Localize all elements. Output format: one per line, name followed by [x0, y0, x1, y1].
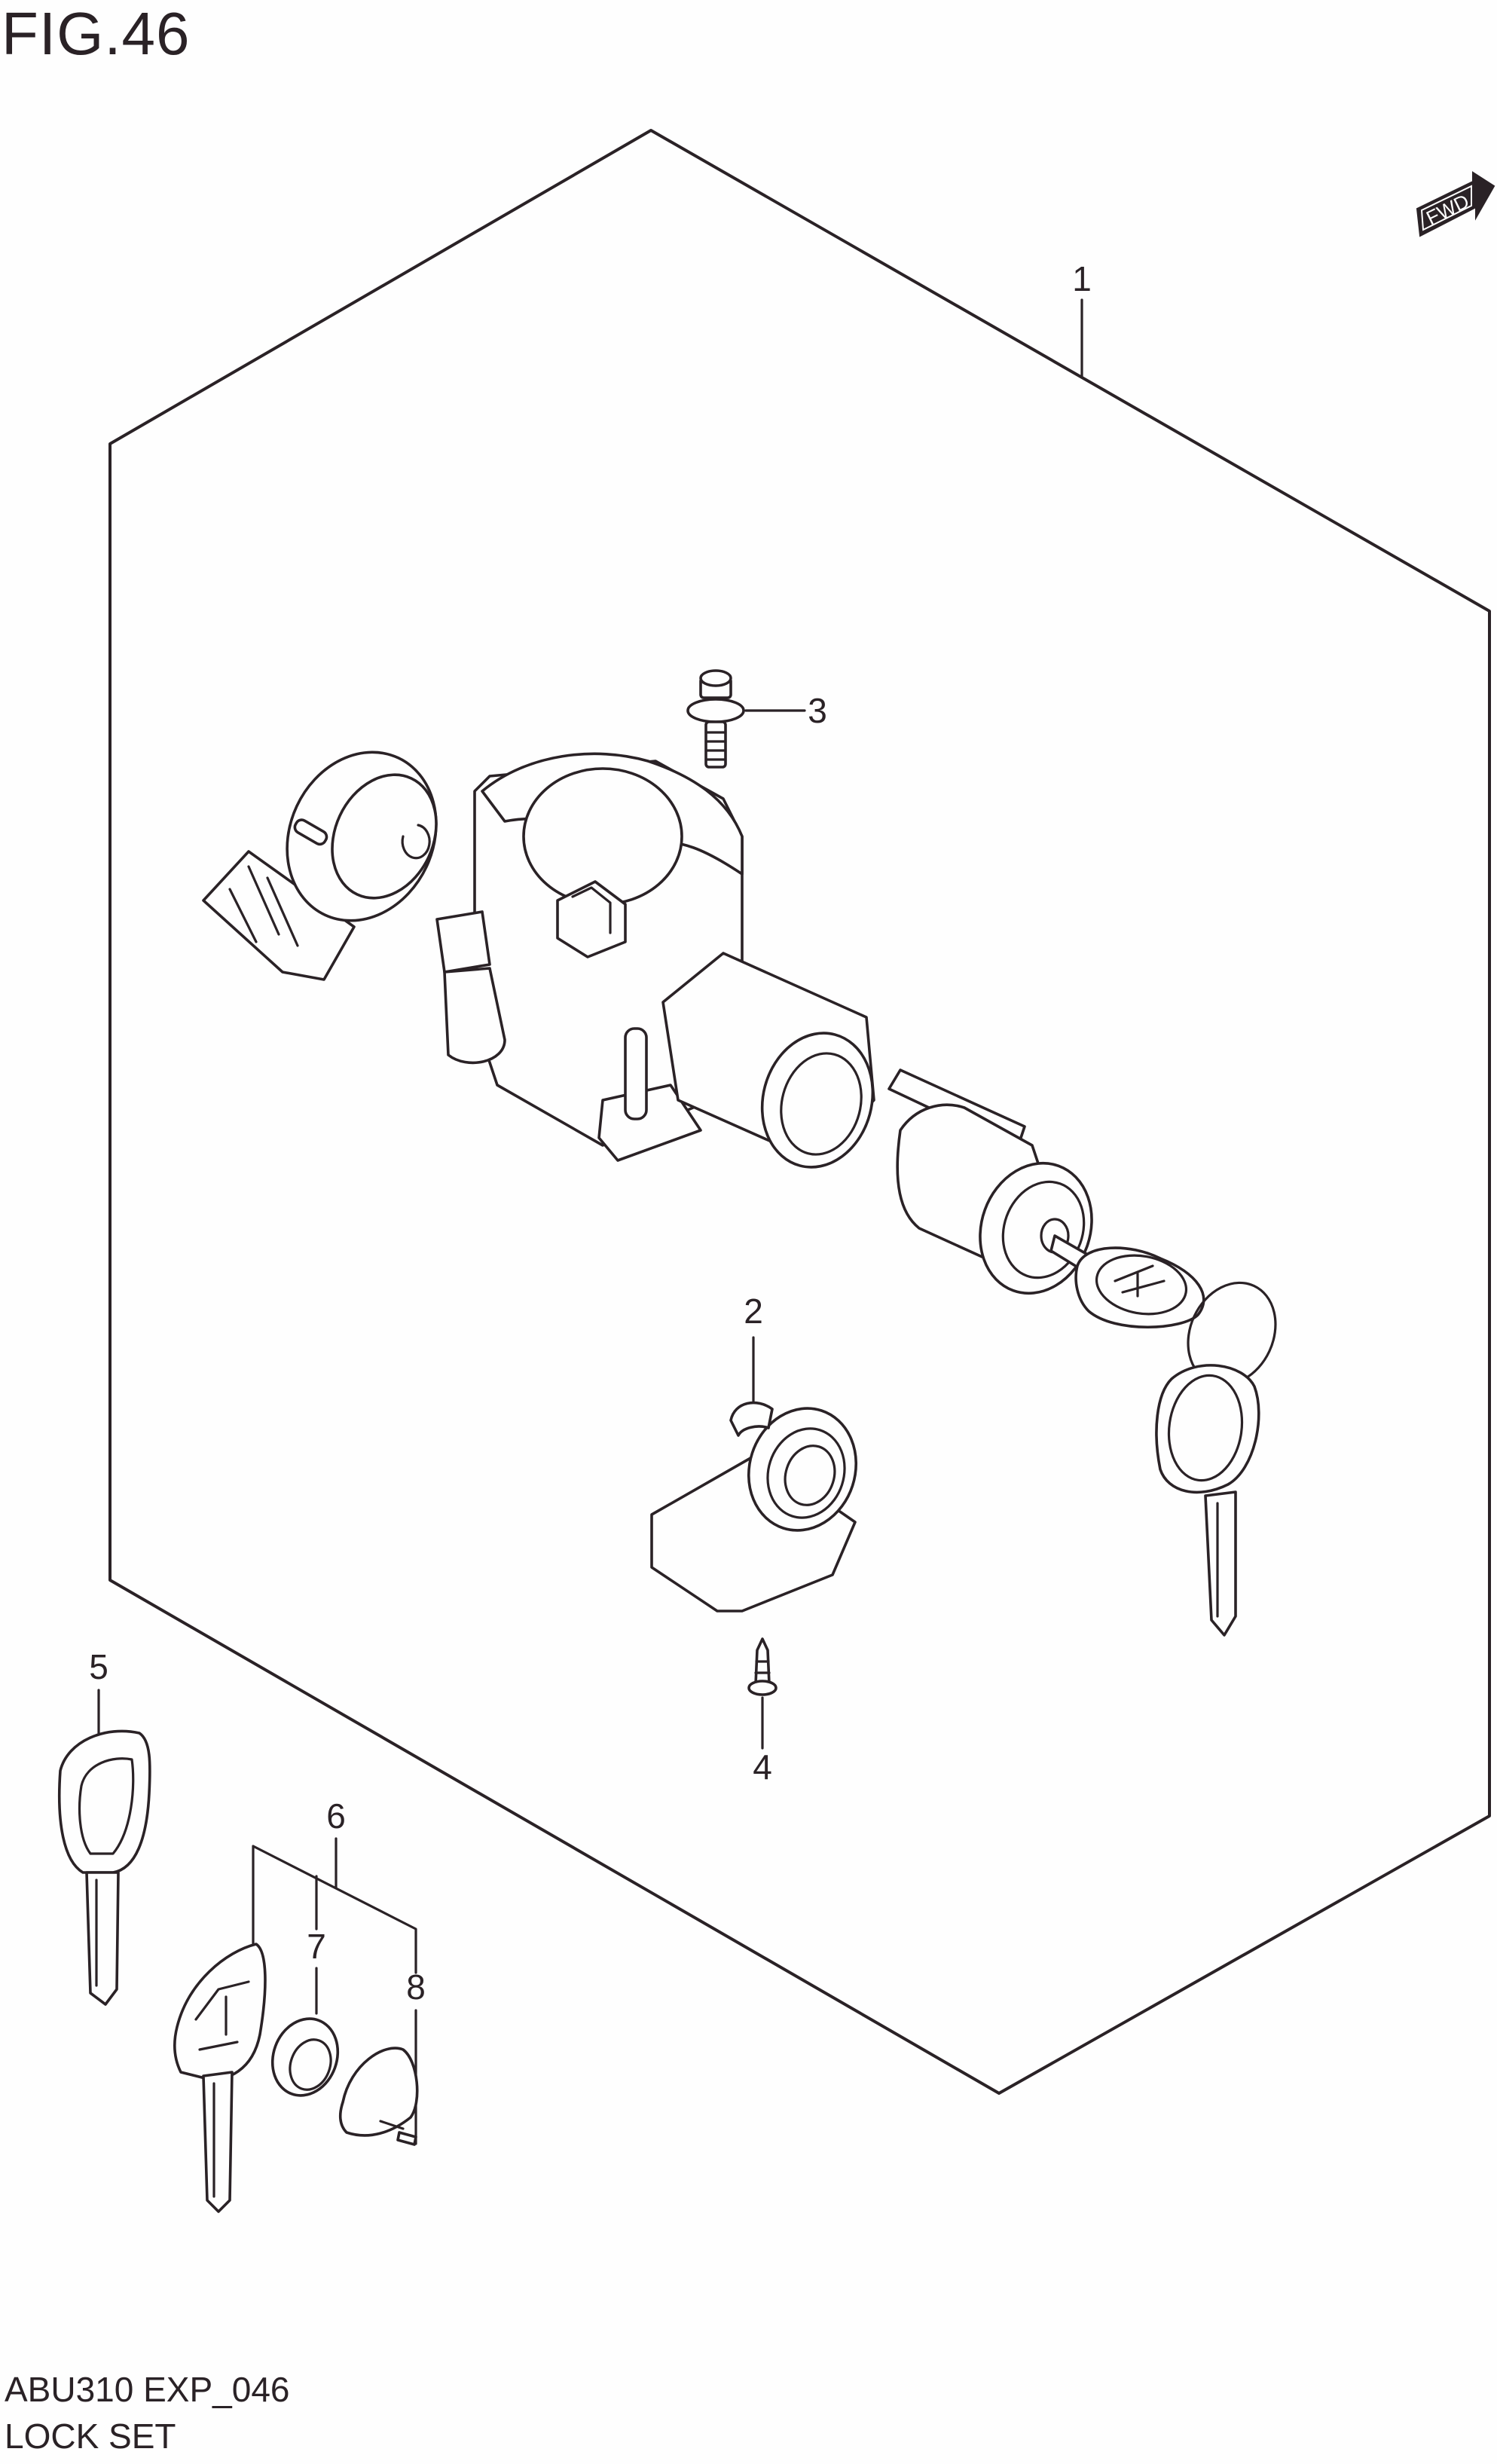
callout-7: 7 [307, 1927, 326, 1966]
callout-4: 4 [753, 1747, 772, 1787]
seat-lock-with-key [888, 1068, 1277, 1637]
callout-8: 8 [406, 1967, 426, 2007]
diagram-code: ABU310 EXP_046 [5, 2370, 290, 2409]
flange-bolt-part-3 [686, 669, 745, 769]
key-housing-part-6 [173, 1943, 267, 2213]
ignition-switch-assembly-part-1 [202, 751, 875, 1169]
diagram-title: LOCK SET [5, 2417, 176, 2456]
seat-lock-bracket-part-2 [650, 1401, 858, 1613]
callout-2: 2 [744, 1292, 763, 1331]
screw-part-4 [747, 1637, 778, 1696]
assembly-boundary-hexagon [108, 129, 1491, 2095]
callout-3: 3 [808, 691, 827, 730]
blank-key-part-5 [57, 1729, 151, 2006]
key-cover-part-8 [338, 2047, 419, 2146]
callout-1: 1 [1072, 259, 1092, 298]
callout-6: 6 [326, 1796, 346, 1836]
leader-bracket-6 [252, 1845, 417, 1974]
footer: ABU310 EXP_046 LOCK SET [5, 2366, 290, 2459]
transponder-part-7 [270, 2017, 340, 2097]
figure-label: FIG.46 [2, 0, 191, 67]
forward-arrow-icon: FWD [1413, 170, 1495, 245]
callout-5: 5 [89, 1647, 108, 1686]
